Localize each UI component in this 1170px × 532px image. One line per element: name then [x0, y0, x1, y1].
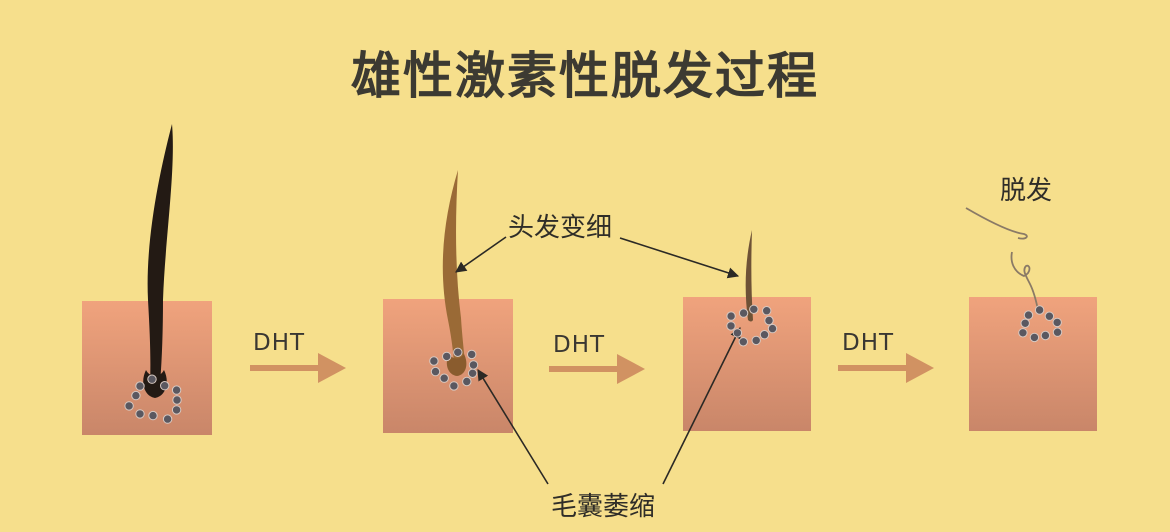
- follicle-cell-dot: [171, 405, 182, 415]
- follicle-cell-dot: [462, 376, 472, 387]
- skin-block-1: [82, 301, 212, 435]
- follicle-cell-dot: [467, 349, 477, 360]
- follicle-cell-dot: [738, 308, 749, 318]
- dht-label-3: DHT: [842, 330, 895, 356]
- skin-block-4: [969, 297, 1097, 431]
- follicle-dots: [124, 304, 1063, 424]
- follicle-cell-dot: [726, 311, 736, 321]
- pointer-shrinkage-right: [662, 326, 741, 485]
- follicle-cell-dot: [1034, 305, 1045, 315]
- follicle-cell-dot: [767, 323, 778, 334]
- follicle-cell-dot: [1020, 318, 1030, 328]
- shed-hair: [965, 207, 1039, 311]
- skin-block-3: [683, 297, 811, 431]
- label-follicle-shrinkage: 毛囊萎缩: [551, 492, 656, 522]
- follicle-cell-dot: [1018, 328, 1028, 338]
- follicle-cell-dot: [1052, 327, 1063, 337]
- follicle-cell-dot: [749, 304, 759, 314]
- follicle-cell-dot: [162, 414, 173, 424]
- follicle-cell-dot: [439, 373, 449, 383]
- follicle-cell-dot: [467, 368, 478, 378]
- follicle-cell-dot: [131, 390, 141, 401]
- follicle-cell-dot: [764, 315, 774, 326]
- dht-arrow-shaft-3: [838, 365, 910, 371]
- hair-thinning: [442, 170, 465, 371]
- follicle-cell-dot: [732, 328, 743, 338]
- hair-thick: [147, 124, 173, 389]
- follicle-cell-dot: [1052, 317, 1062, 328]
- hair-bulb-2: [446, 354, 467, 376]
- follicle-cell-dot: [453, 347, 463, 357]
- follicle-cell-dot: [759, 330, 770, 340]
- follicle-cell-dot: [738, 337, 748, 347]
- dht-arrow-head-3: [906, 353, 934, 383]
- pointer-thinning-right: [619, 237, 740, 279]
- follicle-cell-dot: [430, 366, 441, 377]
- label-hair-shedding: 脱发: [1000, 176, 1053, 206]
- follicle-cell-dot: [1044, 311, 1055, 321]
- follicle-cell-dot: [1029, 332, 1040, 343]
- follicle-cell-dot: [429, 356, 439, 366]
- follicle-cell-dot: [160, 381, 170, 391]
- follicle-cell-dot: [468, 360, 479, 370]
- follicle-cell-dot: [726, 321, 736, 331]
- follicle-cell-dot: [147, 374, 157, 384]
- hair-miniaturized: [745, 230, 753, 322]
- diagram-title: 雄性激素性脱发过程: [351, 47, 819, 105]
- follicle-cell-dot: [172, 395, 182, 405]
- follicle-cell-dot: [135, 381, 145, 391]
- follicle-cell-dot: [751, 335, 761, 346]
- dht-arrow-shaft-2: [549, 366, 621, 372]
- label-hair-thinning: 头发变细: [508, 213, 613, 243]
- follicle-cell-dot: [449, 381, 459, 391]
- follicle-cell-dot: [1040, 330, 1051, 341]
- pointer-thinning-left: [455, 236, 507, 273]
- follicle-cell-dot: [442, 351, 452, 362]
- dht-arrow-head-2: [617, 354, 645, 384]
- follicle-cell-dot: [171, 385, 182, 395]
- dht-arrow-shaft-1: [250, 365, 322, 371]
- dht-label-2: DHT: [553, 332, 606, 358]
- follicle-cell-dot: [762, 306, 772, 316]
- dht-arrow-head-1: [318, 353, 346, 383]
- follicle-cell-dot: [148, 410, 158, 421]
- follicle-cell-dot: [1023, 310, 1034, 320]
- dht-label-1: DHT: [253, 330, 306, 356]
- follicle-cell-dot: [135, 409, 145, 419]
- follicle-cell-dot: [124, 401, 134, 411]
- pointer-shrinkage-left: [477, 369, 549, 485]
